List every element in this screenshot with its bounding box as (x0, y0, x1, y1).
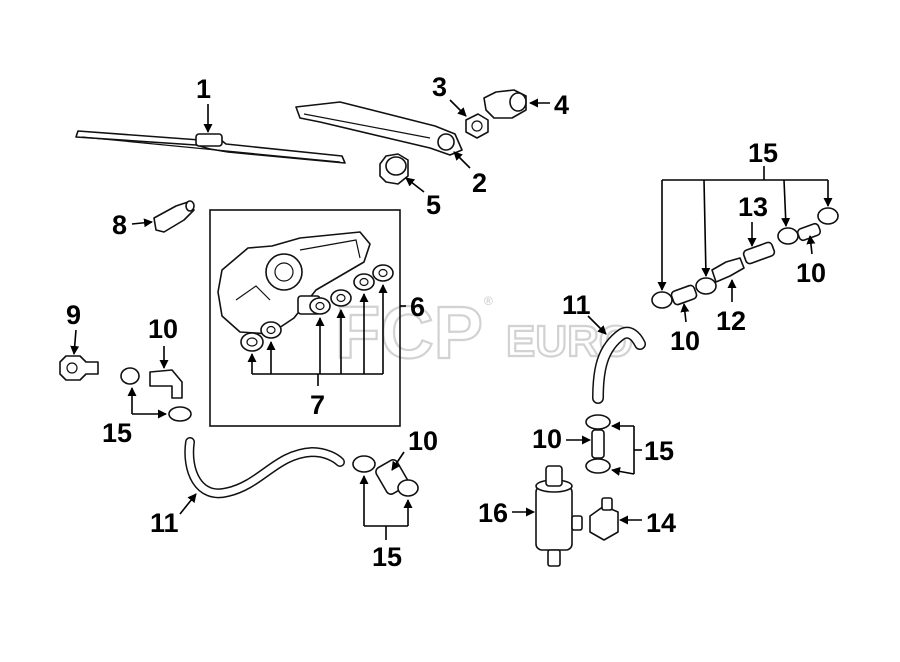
callout-3: 3 (432, 72, 447, 102)
callout-16: 16 (478, 498, 508, 528)
callout-11-right: 11 (562, 290, 591, 320)
callout-10-far-right: 10 (796, 258, 826, 288)
callout-1: 1 (196, 74, 211, 104)
grommet-part (379, 153, 409, 185)
callout-4: 4 (554, 90, 569, 120)
callout-10-middle: 10 (408, 426, 438, 456)
nut-part (465, 113, 489, 139)
washer-pump-part (535, 465, 583, 567)
wiper-motor-assembly (209, 209, 401, 427)
motor-frame (209, 209, 401, 427)
callout-15-top-right: 15 (748, 138, 778, 168)
pump-valve-part (589, 497, 619, 541)
callout-15-left: 15 (102, 418, 132, 448)
cap-part (483, 89, 527, 119)
callout-8: 8 (112, 210, 127, 240)
hose-left (184, 437, 345, 499)
pump-hose-clamps (585, 414, 611, 474)
wiper-arm-part (295, 101, 463, 156)
leader-lines (70, 98, 833, 540)
callout-6: 6 (410, 292, 425, 322)
callout-2: 2 (472, 168, 487, 198)
callout-10-left: 10 (148, 314, 178, 344)
connector-part-8 (153, 200, 195, 233)
callout-15-middle: 15 (372, 542, 402, 572)
watermark-registered-mark: ® (484, 294, 493, 308)
callout-10-right: 10 (670, 326, 700, 356)
bushing-set (240, 264, 394, 352)
check-valve-part (59, 355, 99, 381)
callout-14: 14 (646, 508, 676, 538)
callout-13: 13 (738, 192, 768, 222)
callout-5: 5 (426, 190, 441, 220)
hose-right (592, 326, 646, 404)
watermark-brand: FCP (335, 291, 483, 374)
callout-10-pump: 10 (532, 424, 562, 454)
elbow-hose-left (120, 367, 192, 422)
callout-11-left: 11 (150, 508, 179, 538)
watermark-logo: FCP ® EURO (334, 290, 634, 375)
hose-connector-middle (352, 455, 419, 497)
wiper-blade-part (75, 130, 346, 164)
callout-7: 7 (310, 390, 325, 420)
callout-15-pump: 15 (644, 436, 674, 466)
callout-12: 12 (716, 306, 746, 336)
callout-9: 9 (66, 300, 81, 330)
callout-labels: 1 2 3 4 5 6 7 8 9 10 15 11 10 15 15 13 1… (66, 72, 826, 572)
